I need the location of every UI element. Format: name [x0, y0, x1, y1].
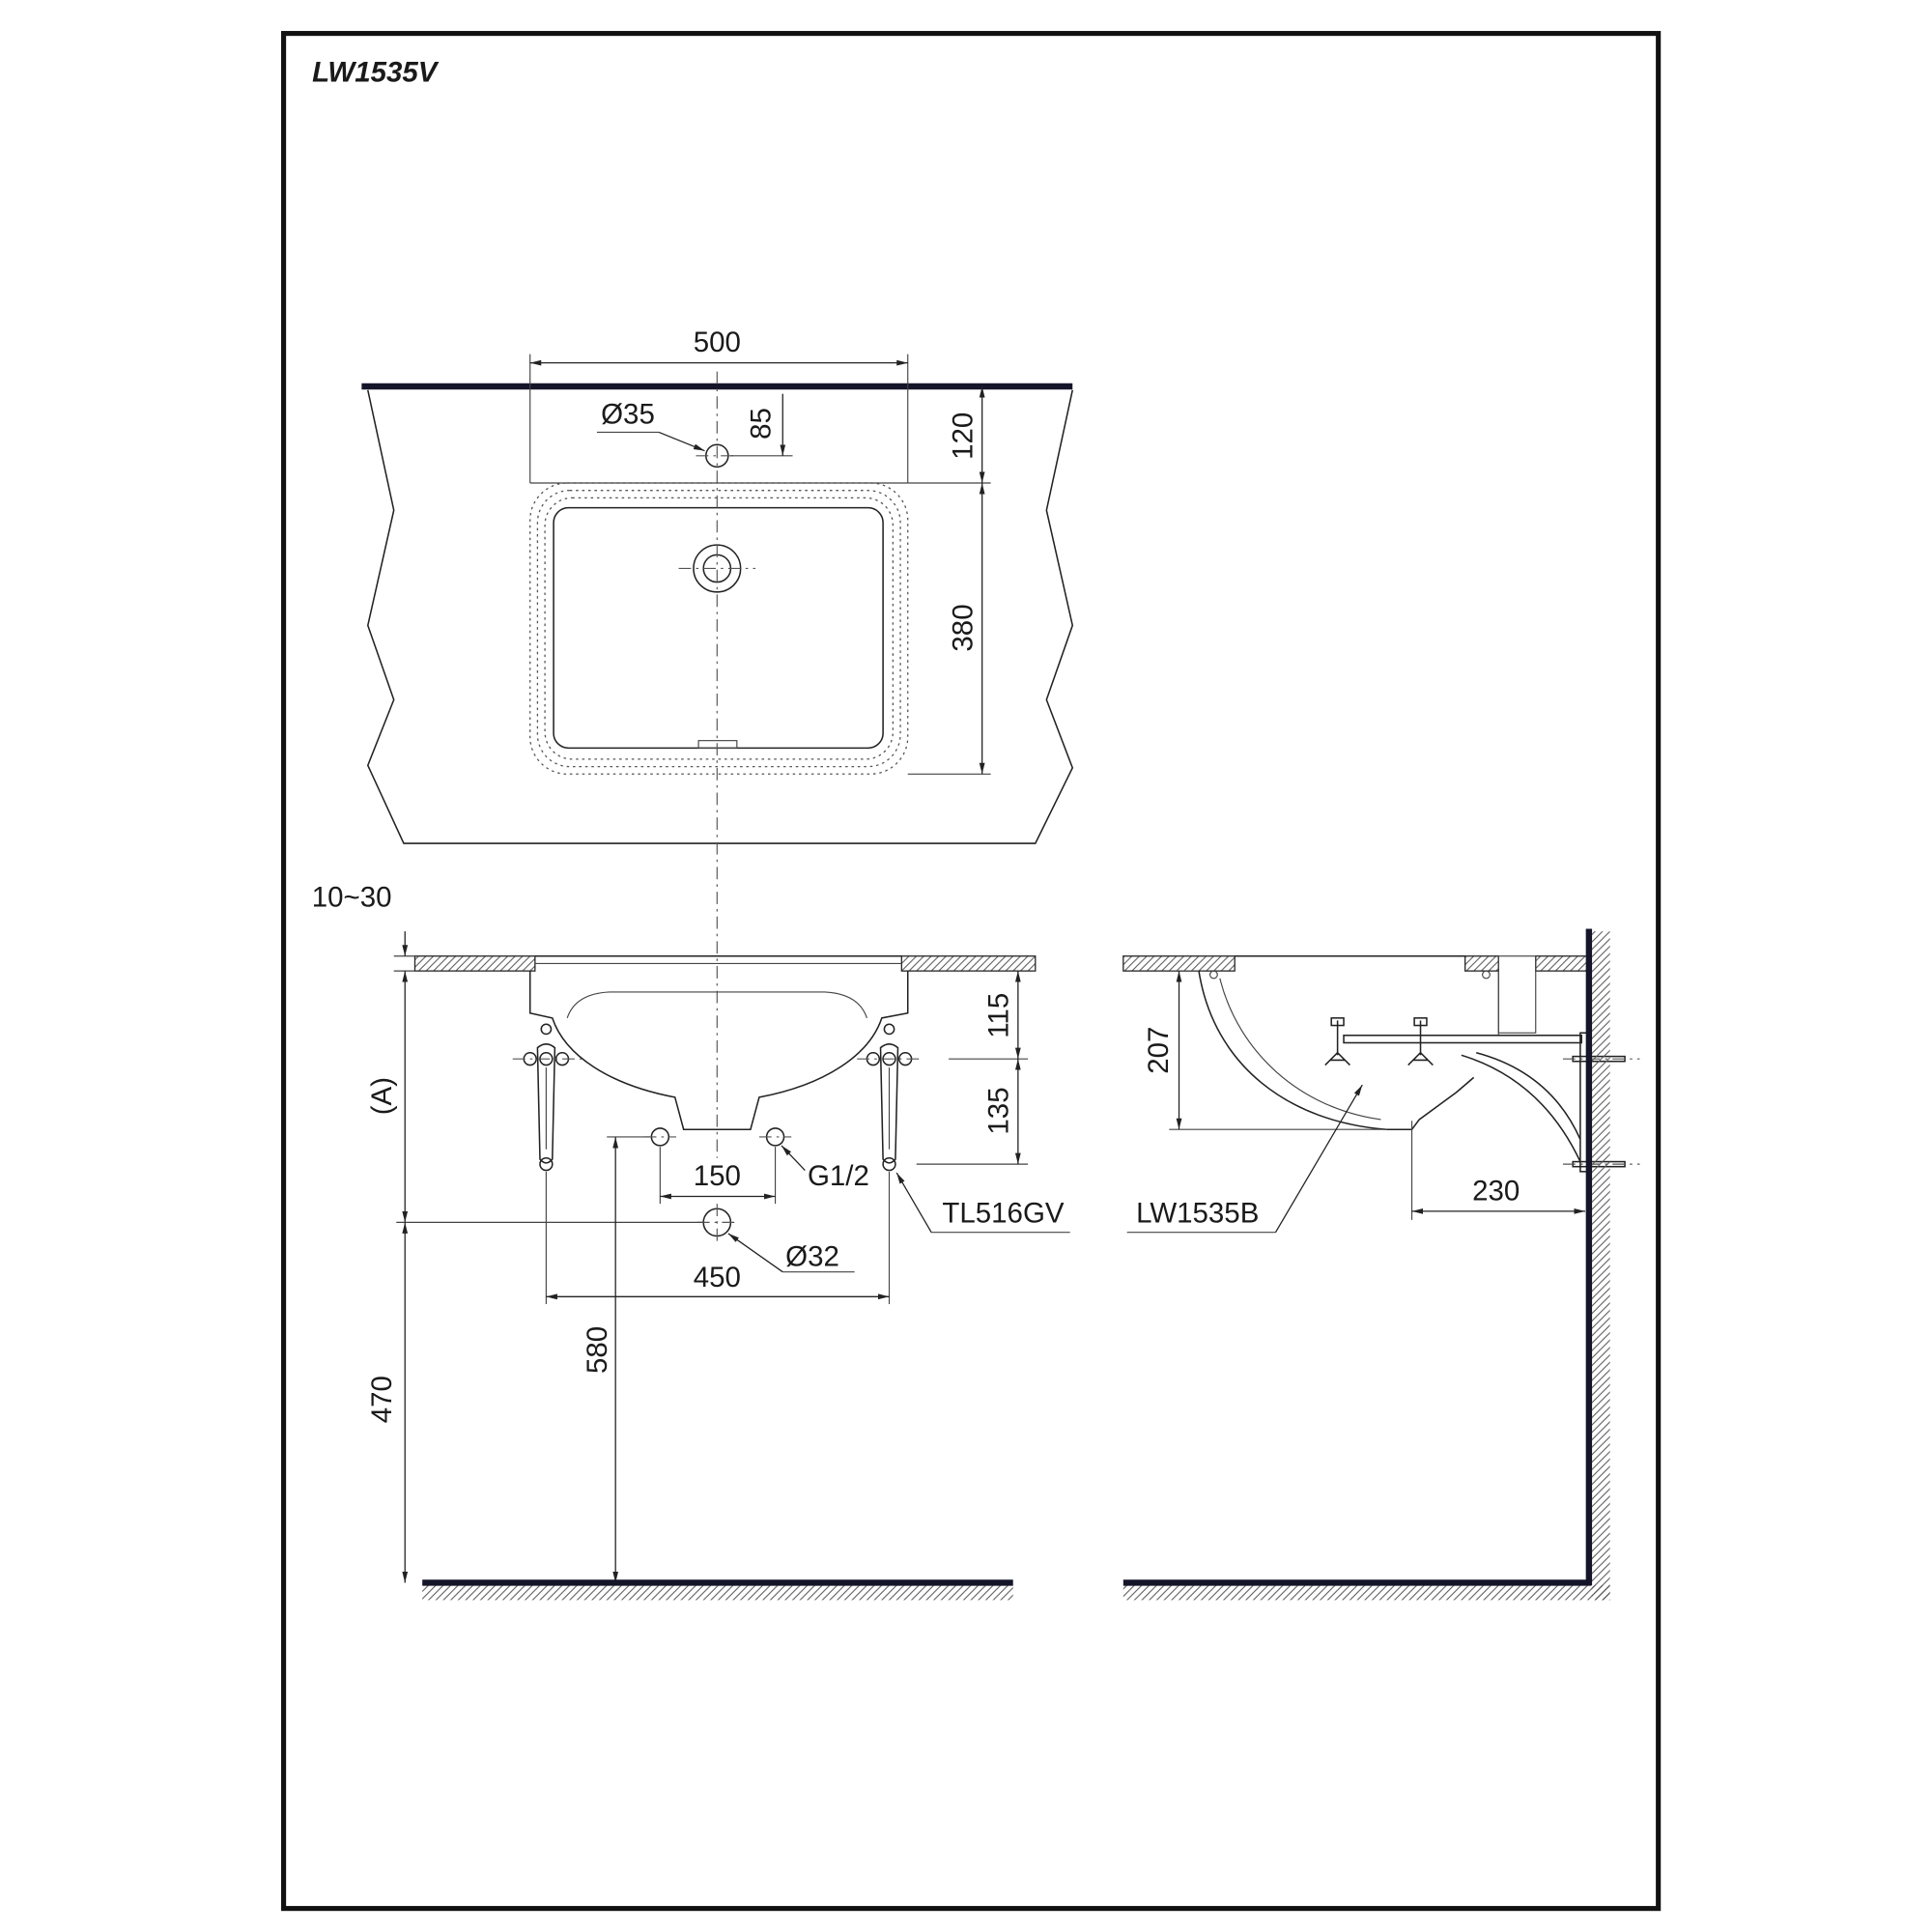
floor-hatch-side — [1122, 1585, 1610, 1601]
basin-side-inner — [1219, 978, 1381, 1121]
basin-rim-ring — [536, 490, 901, 768]
overflow-slot — [697, 740, 738, 749]
plan-view: 500 Ø35 85 120 380 — [361, 327, 1074, 1158]
dimension-basin-depth: 207 — [1143, 970, 1387, 1130]
dimension-bolt-spacing: 135 — [916, 1059, 1029, 1165]
counter-hatch-right — [900, 955, 1037, 972]
wall-offset-label: 230 — [1472, 1175, 1520, 1207]
wall-bracket-left — [512, 1023, 582, 1172]
basin-depth-label: 207 — [1143, 1027, 1175, 1074]
rim-to-bolt-label: 115 — [983, 993, 1015, 1038]
model-title: LW1535V — [312, 57, 440, 89]
counter-outline — [366, 389, 1074, 844]
side-view: 207 230 LW1535B — [1122, 928, 1640, 1601]
bracket-model-label: TL516GV — [942, 1197, 1064, 1229]
dimension-rim-to-bowl: 120 — [907, 386, 991, 484]
mount-height-label: (A) — [366, 1077, 398, 1115]
basin-body-front — [528, 971, 909, 1131]
dimension-bowl-depth: 380 — [907, 483, 991, 775]
wing-nut — [1407, 1051, 1434, 1066]
dimension-faucet-hole-offset: 85 — [730, 393, 793, 457]
bracket-spacing-label: 450 — [694, 1262, 741, 1293]
wall-bracket-right — [857, 1023, 923, 1172]
basin-rim-outer — [529, 482, 909, 775]
rim-to-bowl-label: 120 — [947, 412, 979, 460]
faucet-hole-diameter-label: Ø35 — [601, 398, 655, 430]
bolt-spacing-label: 135 — [983, 1087, 1015, 1134]
side-screw — [1482, 970, 1491, 980]
basin-rim-ring — [544, 497, 894, 760]
supply-thread-label: G1/2 — [808, 1160, 869, 1192]
drain-callout: Ø32 — [727, 1233, 855, 1272]
side-screw — [1208, 970, 1218, 980]
side-counter-hatch-back — [1464, 955, 1499, 972]
supply-thread-callout: G1/2 — [781, 1145, 869, 1192]
dimension-wall-offset: 230 — [1410, 1121, 1586, 1220]
wall-hatch — [1591, 931, 1610, 1601]
faucet-hole-callout: Ø35 — [596, 398, 705, 452]
dimension-basin-width: 500 — [529, 327, 909, 484]
bowl-depth-label: 380 — [947, 604, 979, 651]
dimension-drain-height: 470 — [366, 1222, 409, 1583]
support-bracket-callout: LW1535B — [1126, 1084, 1363, 1234]
support-bracket-model-label: LW1535B — [1136, 1197, 1259, 1229]
bracket-model-callout: TL516GV — [895, 1172, 1070, 1234]
support-bracket-side — [1324, 1017, 1590, 1173]
dimension-mount-height: (A) — [366, 971, 704, 1223]
dimension-supply-spacing: 150 — [659, 1147, 777, 1205]
drain-height-label: 470 — [366, 1376, 398, 1423]
dimension-rim-to-bolt: 115 — [949, 971, 1029, 1060]
wing-nut — [1324, 1051, 1350, 1066]
basin-inner-line — [566, 991, 867, 1019]
dimension-bracket-spacing: 450 — [545, 1171, 891, 1305]
dimension-counter-thickness: 10~30 — [312, 881, 415, 972]
floor-hatch-front — [422, 1585, 1013, 1601]
counter-thickness-label: 10~30 — [312, 881, 392, 913]
basin-width-label: 500 — [694, 327, 741, 358]
counter-hatch-left — [413, 955, 536, 972]
supply-height-label: 580 — [582, 1326, 613, 1374]
front-view: 10~30 (A) 470 115 135 150 — [312, 881, 1070, 1601]
drain-diameter-label: Ø32 — [785, 1240, 839, 1272]
supply-spacing-label: 150 — [694, 1160, 741, 1192]
supply-hole-right — [758, 1127, 792, 1147]
side-counter-hatch-front — [1122, 955, 1236, 972]
faucet-hole-offset-label: 85 — [745, 408, 777, 440]
dimension-supply-height: 580 — [582, 1136, 651, 1583]
side-counter-hatch-wall — [1535, 955, 1590, 972]
